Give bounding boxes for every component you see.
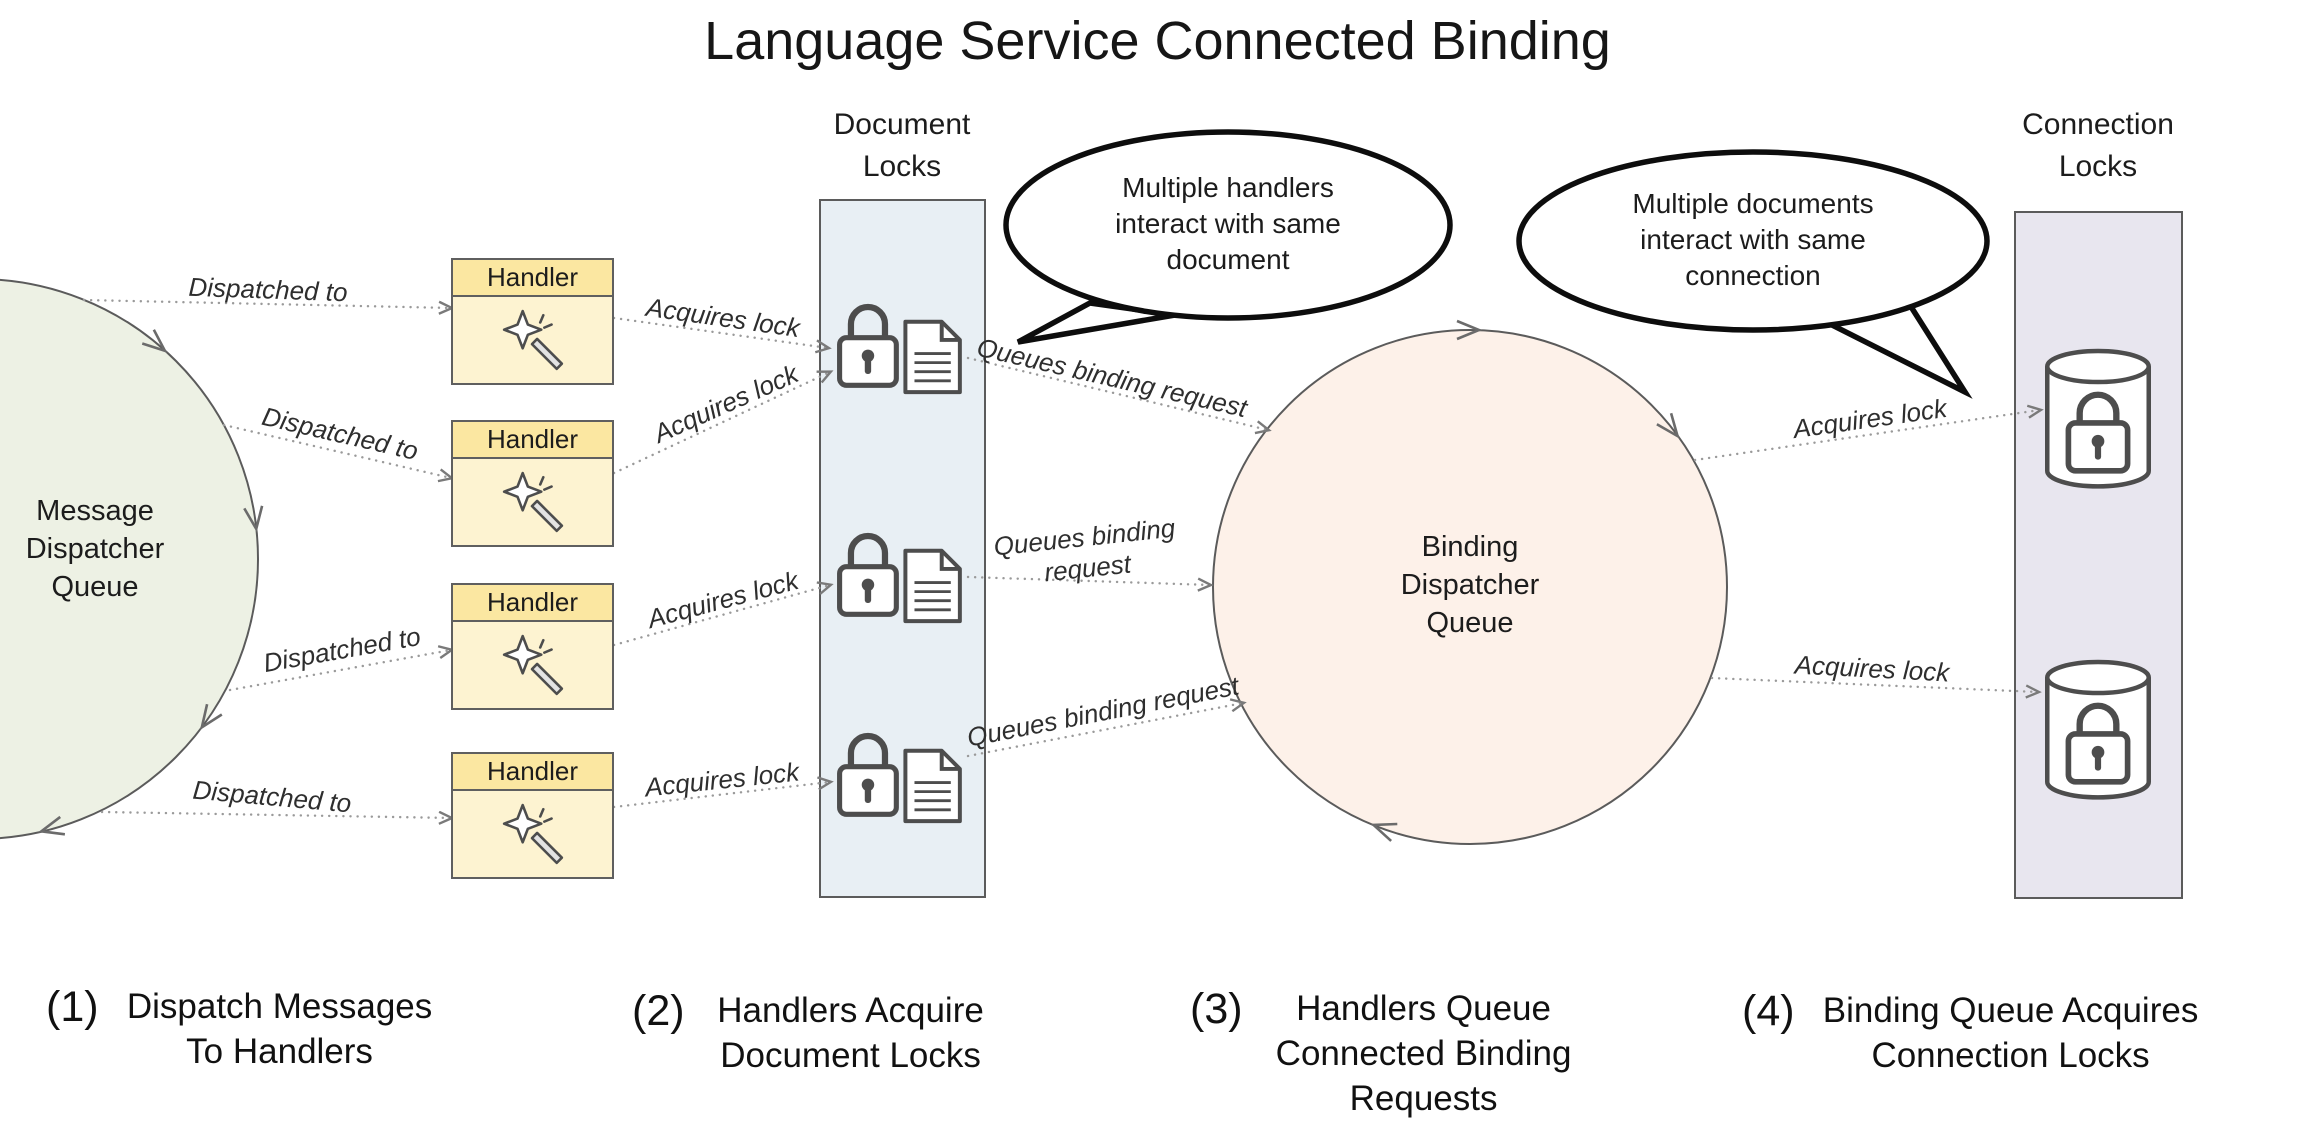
acquires-lock-line-4	[612, 782, 830, 809]
handler-title: Handler	[453, 585, 612, 622]
callout-1-bubble	[1003, 129, 1453, 345]
edge-label-dispatched-to: Dispatched to	[188, 271, 348, 308]
caption-label: Handlers Queue Connected Binding Request…	[1275, 989, 1572, 1118]
queues-binding-line-2	[966, 575, 1210, 585]
callout-1-text: Multiple handlers interact with same doc…	[1115, 172, 1341, 275]
acquires-lock-line-1	[612, 316, 828, 348]
rotation-chevron	[199, 703, 223, 731]
rotation-chevron	[243, 505, 264, 533]
padlock-document-icon	[828, 719, 976, 842]
caption-number: (1)	[46, 983, 99, 1031]
binding-queue-label: Binding Dispatcher Queue	[1400, 531, 1540, 639]
handler-title: Handler	[453, 260, 612, 297]
speech-bubbles	[1003, 129, 1990, 399]
caption-4: (4) Binding Queue Acquires Connection Lo…	[1742, 988, 2211, 1078]
caption-number: (4)	[1742, 987, 1795, 1035]
queue-rotation-arrows	[37, 319, 1680, 842]
rotation-chevron	[141, 329, 168, 353]
padlock-document-icon	[828, 519, 976, 642]
rotation-chevron	[1370, 822, 1398, 842]
caption-label: Dispatch Messages To Handlers	[126, 987, 433, 1071]
handler-title: Handler	[453, 754, 612, 791]
handler-title: Handler	[453, 422, 612, 459]
message-queue-label: Message Dispatcher Queue	[25, 495, 165, 603]
diagram-title: Language Service Connected Binding	[704, 11, 1611, 71]
magic-wand-icon	[453, 459, 612, 545]
dispatched-to-line-1	[82, 298, 451, 308]
acquires-connection-line-1	[1693, 410, 2040, 462]
handler-box: Handler	[451, 583, 614, 710]
rotation-chevron	[1656, 412, 1680, 439]
acquires-lock-line-2	[612, 372, 830, 475]
message-dispatcher-queue-circle	[0, 278, 259, 840]
caption-number: (3)	[1190, 985, 1243, 1033]
callout-2-bubble	[1516, 149, 1990, 399]
database-padlock-icon	[2040, 344, 2156, 497]
padlock-document-icon	[828, 290, 976, 413]
caption-number: (2)	[632, 987, 685, 1035]
magic-wand-icon	[453, 791, 612, 877]
caption-label: Binding Queue Acquires Connection Locks	[1822, 991, 2199, 1075]
queues-binding-line-3	[966, 703, 1243, 758]
acquires-connection-line-2	[1710, 676, 2038, 692]
callout-2-text: Multiple documents interact with same co…	[1632, 188, 1874, 291]
document-locks-label: Document Locks	[833, 108, 971, 183]
handler-box: Handler	[451, 420, 614, 547]
database-padlock-icon	[2040, 655, 2156, 808]
connection-locks-label: Connection Locks	[2022, 108, 2174, 183]
dispatched-to-line-4	[100, 812, 451, 818]
caption-2: (2) Handlers Acquire Document Locks	[632, 988, 1001, 1078]
rotation-chevron	[1456, 319, 1483, 341]
magic-wand-icon	[453, 622, 612, 708]
connector-lines	[82, 298, 2040, 818]
caption-3: (3) Handlers Queue Connected Binding Req…	[1190, 986, 1589, 1121]
handler-box: Handler	[451, 752, 614, 879]
magic-wand-icon	[453, 297, 612, 383]
rotation-chevron	[37, 815, 66, 836]
caption-1: (1) Dispatch Messages To Handlers	[46, 984, 445, 1074]
handler-box: Handler	[451, 258, 614, 385]
caption-label: Handlers Acquire Document Locks	[717, 991, 984, 1075]
